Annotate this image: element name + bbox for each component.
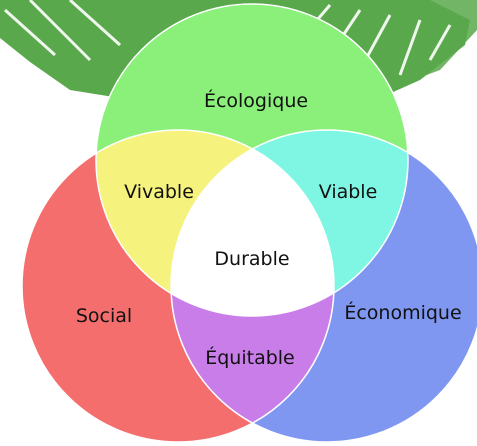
ecological-label: Écologique (204, 89, 308, 112)
social-label: Social (76, 305, 132, 327)
leaf-tip (330, 0, 477, 85)
viable-label: Viable (319, 181, 378, 203)
durable-region (171, 130, 334, 316)
durable-label: Durable (214, 248, 289, 270)
vivable-label: Vivable (124, 181, 194, 203)
economic-label: Économique (344, 301, 461, 324)
circle-outlines (21, 3, 477, 443)
leaf-veins (3, 0, 452, 76)
equitable-label: Équitable (205, 346, 295, 369)
